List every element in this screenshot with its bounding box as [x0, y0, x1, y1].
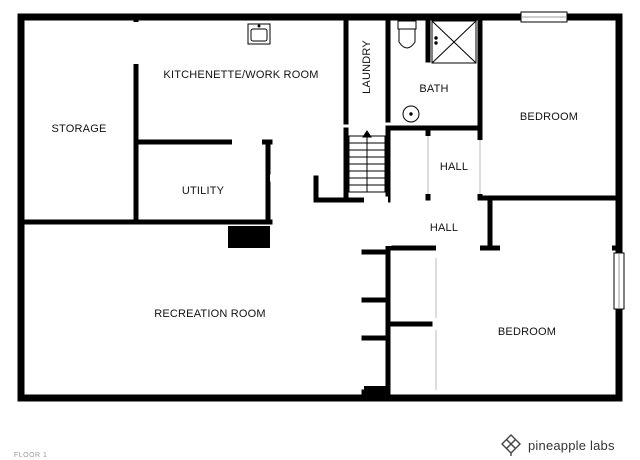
room-label-storage: STORAGE: [51, 123, 107, 135]
outer-walls: [17, 13, 623, 402]
brand: pineapple labs: [500, 432, 615, 458]
chimney-block: [228, 226, 270, 248]
sink-icon: [247, 23, 271, 45]
room-label-hall-lower: HALL: [429, 222, 459, 234]
interior-walls: [18, 14, 622, 401]
bath-sink-icon: [402, 105, 420, 123]
floor-label: FLOOR 1: [14, 452, 48, 459]
brand-name: pineapple labs: [528, 437, 615, 453]
room-label-utility: UTILITY: [181, 185, 225, 197]
room-label-bedroom-top: BEDROOM: [519, 111, 579, 123]
shower-icon: [431, 20, 477, 64]
stairs-icon: [348, 130, 386, 193]
room-label-recreation: RECREATION ROOM: [154, 308, 266, 320]
toilet-icon: [397, 20, 417, 49]
door-frames: [427, 136, 481, 390]
room-label-bedroom-bottom: BEDROOM: [497, 326, 557, 338]
room-label-bath: BATH: [419, 83, 449, 95]
window-right: [613, 252, 625, 310]
room-label-kitchenette: KITCHENETTE/WORK ROOM: [163, 69, 319, 81]
brand-logo-icon: [501, 434, 521, 456]
room-label-hall-upper: HALL: [439, 161, 469, 173]
room-label-laundry: LAUNDRY: [361, 40, 373, 94]
column-block: [364, 386, 388, 398]
window-top: [520, 11, 568, 23]
